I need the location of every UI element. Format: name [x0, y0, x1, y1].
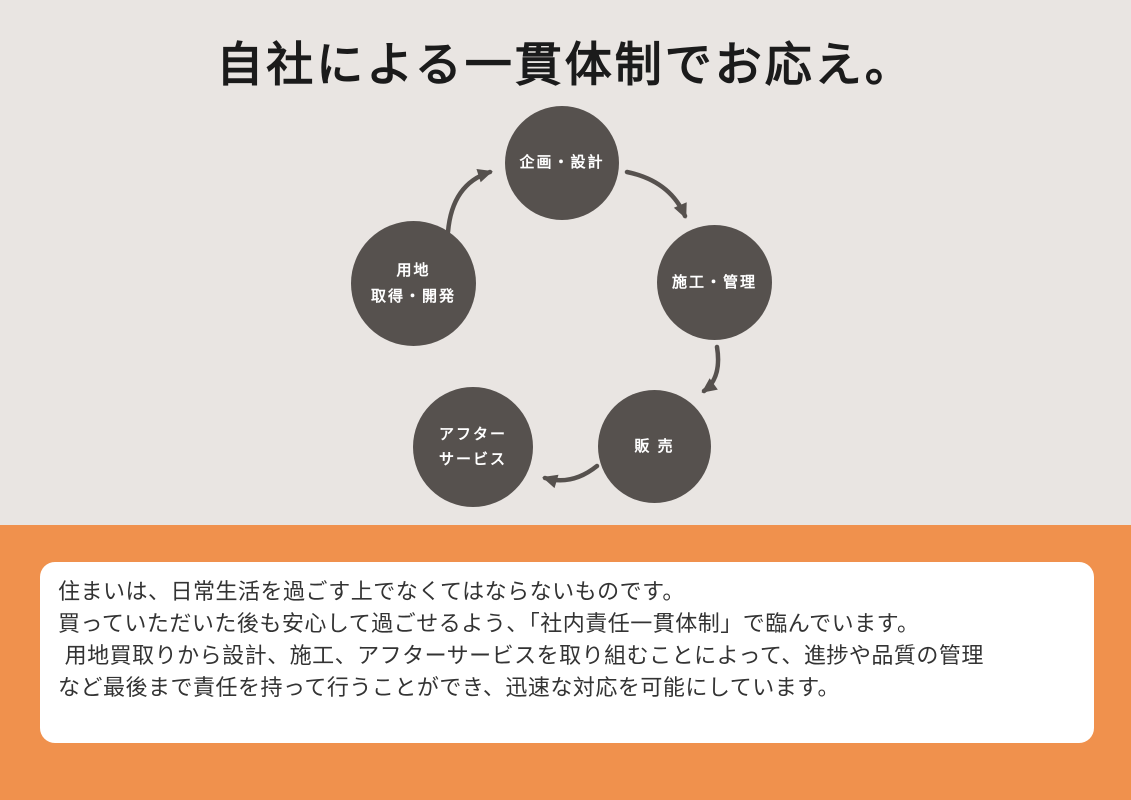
description-line: など最後まで責任を持って行うことができ、迅速な対応を可能にしています。	[58, 675, 841, 700]
node-label-line: 用地	[396, 262, 431, 279]
arrow-land-to-planning-icon	[445, 168, 493, 235]
diagram-section: 自社による一貫体制でお応え。 企画・設計 施工・管理 販 売 アフタ	[216, 38, 915, 507]
cycle-node-construction: 施工・管理	[657, 225, 772, 340]
description-line: 用地買取りから設計、施工、アフターサービスを取り組むことによって、進捗や品質の管…	[58, 643, 984, 668]
node-label-line: アフター	[438, 425, 507, 443]
cycle-node-land: 用地 取得・開発	[351, 221, 476, 346]
cycle-node-sales: 販 売	[598, 390, 711, 503]
node-label-line: 販 売	[634, 437, 675, 455]
page-title: 自社による一貫体制でお応え。	[216, 38, 915, 91]
node-label-line: サービス	[438, 451, 507, 468]
cycle-node-planning: 企画・設計	[505, 106, 619, 220]
arrow-construction-to-sales-icon	[701, 344, 721, 394]
node-label-line: 取得・開発	[370, 287, 456, 305]
description-section: 住まいは、日常生活を過ごす上でなくてはならないものです。 買っていただいた後も安…	[0, 525, 1131, 800]
description-line: 住まいは、日常生活を過ごす上でなくてはならないものです。	[58, 579, 685, 604]
description-line: 買っていただいた後も安心して過ごせるよう、「社内責任一貫体制」で臨んでいます。	[58, 611, 920, 636]
cycle-node-after-service: アフター サービス	[413, 387, 533, 507]
node-label-line: 企画・設計	[519, 154, 605, 172]
arrow-planning-to-construction-icon	[624, 169, 688, 219]
arrow-sales-to-after-icon	[542, 463, 600, 489]
description-card: 住まいは、日常生活を過ごす上でなくてはならないものです。 買っていただいた後も安…	[40, 562, 1094, 743]
node-label-line: 施工・管理	[671, 273, 757, 291]
